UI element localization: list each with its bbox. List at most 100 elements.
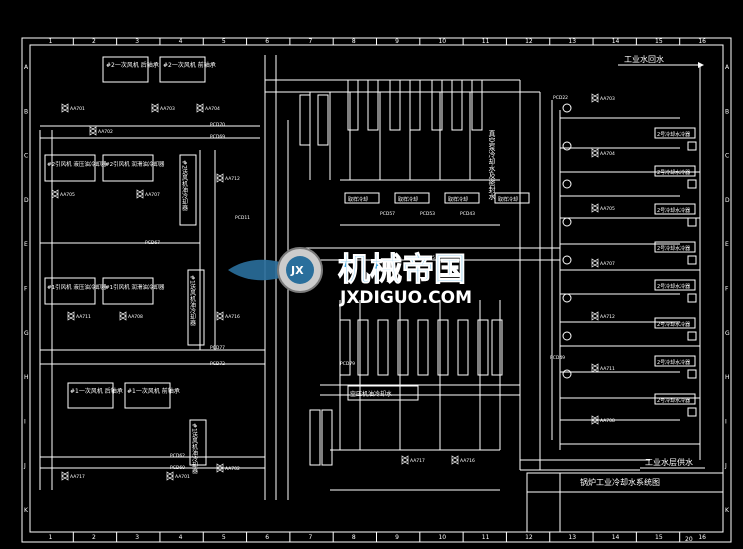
valve-tag: AA707 <box>600 261 615 267</box>
pipe-tag: PCD43 <box>460 211 475 217</box>
valve-tag: AA716 <box>460 458 475 464</box>
equipment-column <box>471 79 483 131</box>
equipment-box-fd1 <box>187 269 205 346</box>
equipment-column <box>377 319 389 376</box>
equipment-column <box>457 319 469 376</box>
label-fd1b: #1送风机油冷却器 <box>191 423 198 475</box>
supply-water-label: 工业水层供水 <box>645 457 693 467</box>
row-label: K <box>725 507 730 514</box>
cooler-box <box>654 279 696 291</box>
row-label: G <box>725 330 730 337</box>
cooler-node <box>687 293 697 303</box>
valve-icon <box>136 189 144 199</box>
row-label: I <box>725 418 727 425</box>
valve-icon <box>401 455 409 465</box>
valve-icon <box>196 103 204 113</box>
valve-tag: AA716 <box>225 314 240 320</box>
cooler-label: 2号冷却水冷器 <box>657 131 690 138</box>
valve-icon <box>591 415 599 425</box>
valve-icon <box>51 189 59 199</box>
label-fd1: #1送风机油冷却器 <box>189 275 196 327</box>
valve-icon <box>119 311 127 321</box>
valve-icon <box>216 173 224 183</box>
pipe-tag: PCD79 <box>340 361 355 367</box>
equipment-column <box>357 319 369 376</box>
instrument-icon <box>562 179 572 189</box>
label-idfan2-lube: #2引风机 润滑油冷却器 <box>105 160 165 168</box>
row-label: F <box>725 286 729 293</box>
equipment-column <box>317 94 329 146</box>
valve-tag: AA708 <box>600 418 615 424</box>
equipment-box-idfan2-lube <box>102 154 154 182</box>
equipment-box-fan1-rear <box>67 382 114 409</box>
row-label: D <box>24 197 29 204</box>
cooler-node <box>687 369 697 379</box>
column-label: 1 <box>49 38 53 45</box>
column-label: 4 <box>179 38 183 45</box>
row-label: E <box>24 241 28 248</box>
equipment-box-aircomp <box>347 385 419 401</box>
valve-tag: AA704 <box>600 151 615 157</box>
column-label: 15 <box>655 38 663 45</box>
valve-icon <box>166 471 174 481</box>
cooler-label: 2号冷却水冷器 <box>657 283 690 290</box>
valve-tag: AA717 <box>70 474 85 480</box>
row-label: B <box>24 108 28 115</box>
equipment-column <box>309 409 321 466</box>
column-label: 16 <box>698 38 706 45</box>
return-water-label: 工业水回水 <box>624 54 664 64</box>
valve-tag: AA703 <box>160 106 175 112</box>
label-vacuum-pump: 真空泵冷却水及密封水 <box>488 129 496 200</box>
cooler-node <box>687 179 697 189</box>
valve-icon <box>61 103 69 113</box>
row-label: I <box>24 418 26 425</box>
instrument-icon <box>562 293 572 303</box>
row-label: F <box>24 286 28 293</box>
equipment-column <box>437 319 449 376</box>
row-label: C <box>24 153 28 160</box>
row-label: D <box>725 197 730 204</box>
equipment-box-idfan1-hyd <box>44 277 96 305</box>
cooler-label: 2号冷却水冷器 <box>657 321 690 328</box>
column-label: 14 <box>612 38 620 45</box>
column-label: 11 <box>482 534 490 541</box>
cooler-box <box>654 203 696 215</box>
column-label: 15 <box>655 534 663 541</box>
pipe-tag: PCD67 <box>145 240 160 246</box>
column-label: 6 <box>265 38 269 45</box>
pipe-tag: PCD11 <box>235 215 250 221</box>
cooler-box <box>654 127 696 139</box>
valve-icon <box>67 311 75 321</box>
valve-icon <box>591 203 599 213</box>
valve-icon <box>451 455 459 465</box>
column-label: 10 <box>438 534 446 541</box>
row-label: G <box>24 330 29 337</box>
row-label: H <box>24 374 29 381</box>
valve-icon <box>89 126 97 136</box>
column-label: 5 <box>222 534 226 541</box>
watermark: JX 机械帝国 JXDIGUO.COM <box>228 247 472 308</box>
instrument-icon <box>562 217 572 227</box>
row-label: K <box>24 507 29 514</box>
pipe-tag: PCD53 <box>420 211 435 217</box>
row-label: J <box>724 463 727 470</box>
brand-cn: 机械帝国 <box>338 250 466 288</box>
cooler-node <box>687 407 697 417</box>
pipe-tag: PCD72 <box>210 361 225 367</box>
cooler-label: 2号冷却水冷器 <box>657 207 690 214</box>
column-label: 9 <box>395 38 399 45</box>
equipment-column <box>477 319 489 376</box>
pipe-tags: PCD67PCD77PCD72PCD62PCD60PCD70PCD69PCD79… <box>145 95 568 471</box>
equipment-box-idfan2-hyd <box>44 154 96 182</box>
equipment-column <box>339 319 351 376</box>
valve-tag: AA705 <box>60 192 75 198</box>
pump-label: 取样冷却 <box>348 196 368 203</box>
equipment-column <box>367 79 379 131</box>
column-label: 14 <box>612 534 620 541</box>
valve-tag: AA712 <box>600 314 615 320</box>
valve-tag: AA711 <box>76 314 91 320</box>
equipment-column <box>491 319 503 376</box>
equipment-column <box>397 319 409 376</box>
row-label: B <box>725 108 729 115</box>
